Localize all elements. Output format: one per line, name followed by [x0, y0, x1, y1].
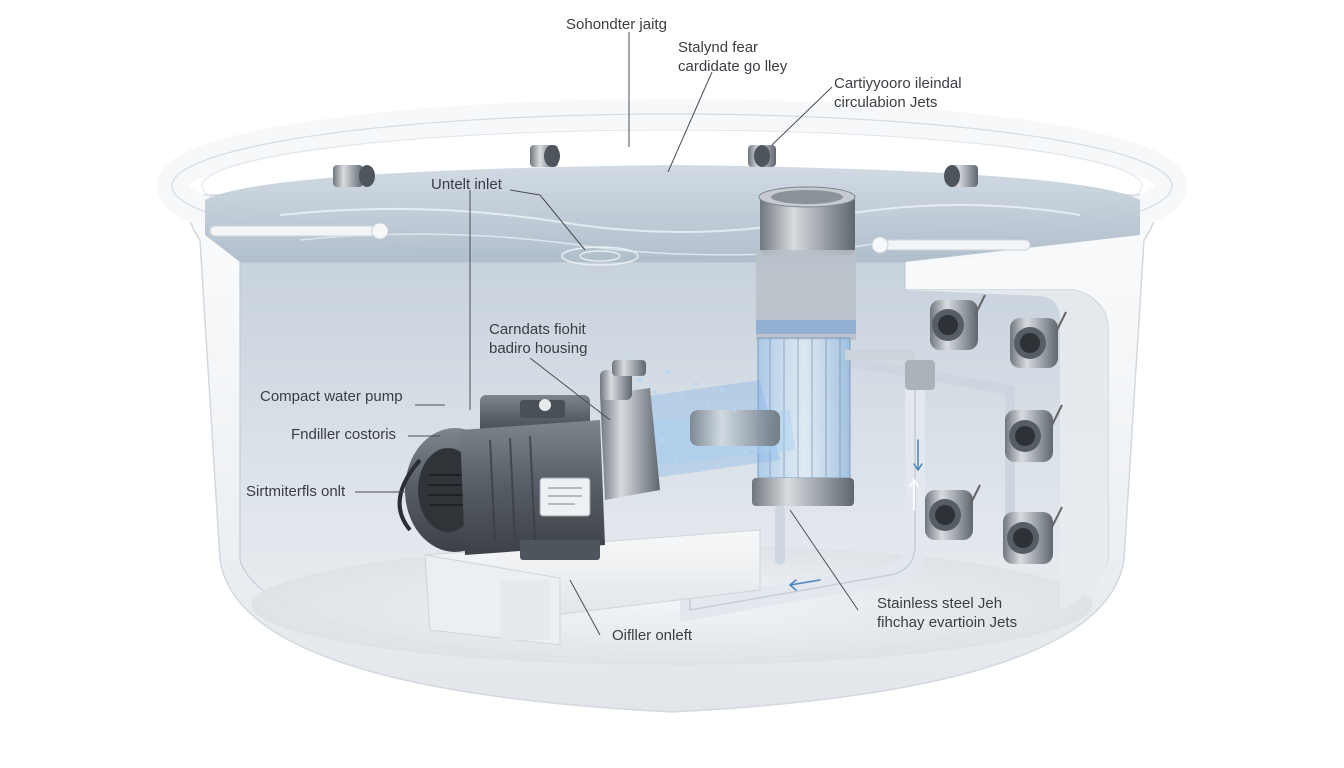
- water-pump-icon: [397, 360, 660, 560]
- leader-jets-top: [771, 86, 833, 146]
- label-jets-top-line1: Cartiyyooro ileindal: [834, 75, 962, 92]
- jet-nozzle-icon: [925, 484, 981, 540]
- label-connector: Fndiller costoris: [291, 426, 397, 443]
- jet-nozzle-icon: [1010, 311, 1067, 368]
- label-outlet-bottom: Oifller onleft: [612, 627, 693, 644]
- label-filter-line2: cardidate go lley: [678, 58, 788, 75]
- label-pump: Compact water pump: [260, 388, 403, 405]
- label-jets-top-line2: circulabion Jets: [834, 94, 938, 111]
- jet-nozzle-icon: [944, 165, 978, 187]
- label-jets-bottom-line1: Stainless steel Jeh: [877, 595, 1003, 612]
- label-jets-bottom-line2: fihchay evartioin Jets: [877, 614, 1018, 631]
- leader-lines: [355, 32, 859, 636]
- leader-inlet-d: [539, 194, 586, 251]
- wall-jet-nozzles: [925, 294, 1067, 564]
- leader-jets-bottom: [789, 509, 859, 611]
- leader-outlet-bottom: [569, 579, 601, 636]
- water-spray: [620, 358, 795, 480]
- surface-jet-nozzles: [209, 145, 1031, 254]
- jet-nozzle-icon: [530, 145, 560, 167]
- label-housing-line1: Carndats fiohit: [489, 321, 586, 338]
- leader-filter: [667, 71, 713, 173]
- jet-nozzle-icon: [748, 145, 776, 167]
- label-filter: Stalynd fear cardidate go lley: [678, 38, 787, 76]
- pipe-icon: [680, 355, 1015, 622]
- label-jets-bottom: Stainless steel Jeh fihchay evartioin Je…: [877, 594, 1017, 632]
- label-jets-top: Cartiyyooro ileindal circulabion Jets: [834, 74, 962, 112]
- label-top: Sohondter jaitg: [566, 16, 667, 33]
- leader-housing: [529, 357, 611, 421]
- label-housing-line2: badiro housing: [489, 340, 588, 357]
- leader-inlet-h: [509, 189, 541, 196]
- label-inlet: Untelt inlet: [431, 176, 502, 193]
- label-filter-line1: Stalynd fear: [678, 39, 759, 56]
- jet-nozzle-icon: [930, 294, 986, 350]
- label-outlet-left: Sirtmiterfls onlt: [246, 483, 346, 500]
- jet-nozzle-icon: [1003, 506, 1063, 564]
- filter-cartridge-icon: [752, 186, 915, 506]
- label-housing: Carndats fiohit badiro housing: [489, 320, 587, 358]
- pump-base: [424, 529, 761, 646]
- jet-nozzle-icon: [333, 165, 375, 187]
- jet-nozzle-icon: [1005, 404, 1063, 462]
